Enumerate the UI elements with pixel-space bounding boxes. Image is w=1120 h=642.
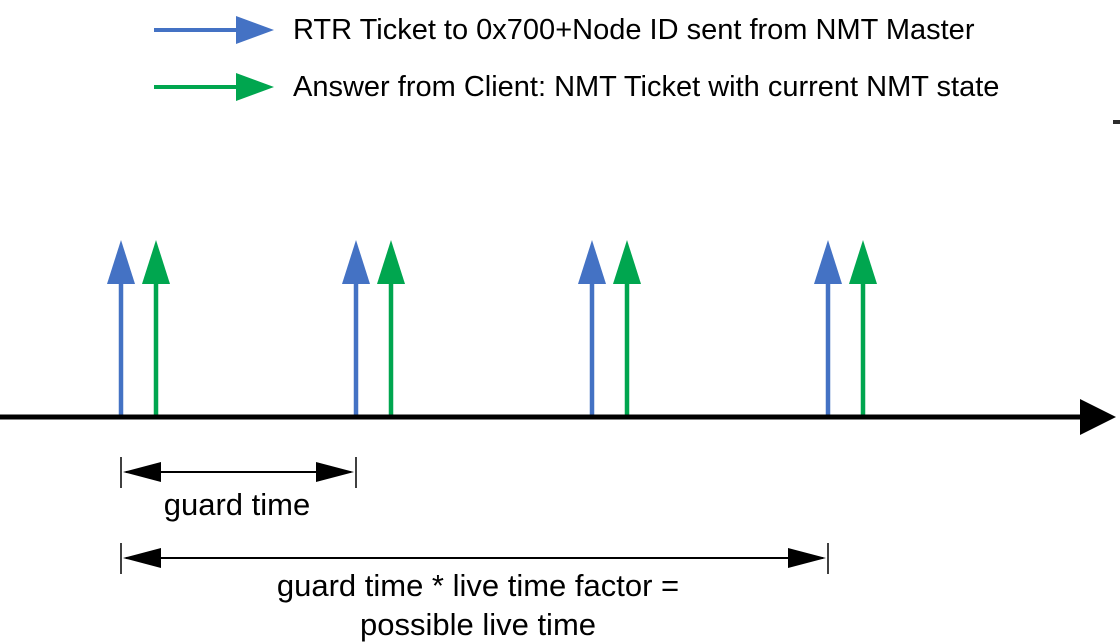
guard-time-label: guard time bbox=[164, 487, 310, 522]
guard-time-measurement: guard time bbox=[120, 457, 357, 522]
guard-time-right-arrowhead-icon bbox=[316, 462, 354, 482]
live-time-measurement: guard time * live time factor = possible… bbox=[120, 543, 829, 642]
rtr-legend-arrowhead-icon bbox=[236, 16, 274, 44]
answer-legend-arrowhead-icon bbox=[236, 73, 274, 101]
time-axis bbox=[0, 399, 1116, 435]
live-time-label-line1: guard time * live time factor = bbox=[277, 568, 679, 603]
legend-item-answer: Answer from Client: NMT Ticket with curr… bbox=[154, 71, 999, 103]
legend: RTR Ticket to 0x700+Node ID sent from NM… bbox=[154, 14, 999, 103]
event-pair-1 bbox=[107, 240, 170, 415]
event-pair-3 bbox=[578, 240, 641, 415]
event-pair-4 bbox=[814, 240, 877, 415]
rtr-arrowhead-icon bbox=[814, 240, 842, 284]
live-time-right-arrowhead-icon bbox=[788, 548, 826, 568]
live-time-left-arrowhead-icon bbox=[123, 548, 161, 568]
answer-arrowhead-icon bbox=[849, 240, 877, 284]
answer-legend-label: Answer from Client: NMT Ticket with curr… bbox=[293, 71, 999, 103]
rtr-arrowhead-icon bbox=[107, 240, 135, 284]
event-pair-2 bbox=[342, 240, 405, 415]
rtr-legend-label: RTR Ticket to 0x700+Node ID sent from NM… bbox=[293, 14, 975, 46]
rtr-arrowhead-icon bbox=[342, 240, 370, 284]
guard-time-left-arrowhead-icon bbox=[123, 462, 161, 482]
answer-arrowhead-icon bbox=[377, 240, 405, 284]
time-axis-arrowhead-icon bbox=[1080, 399, 1116, 435]
legend-item-rtr: RTR Ticket to 0x700+Node ID sent from NM… bbox=[154, 14, 975, 46]
answer-arrowhead-icon bbox=[613, 240, 641, 284]
rtr-arrowhead-icon bbox=[578, 240, 606, 284]
live-time-label-line2: possible live time bbox=[360, 607, 596, 642]
edge-mark bbox=[1113, 120, 1120, 124]
answer-arrowhead-icon bbox=[142, 240, 170, 284]
